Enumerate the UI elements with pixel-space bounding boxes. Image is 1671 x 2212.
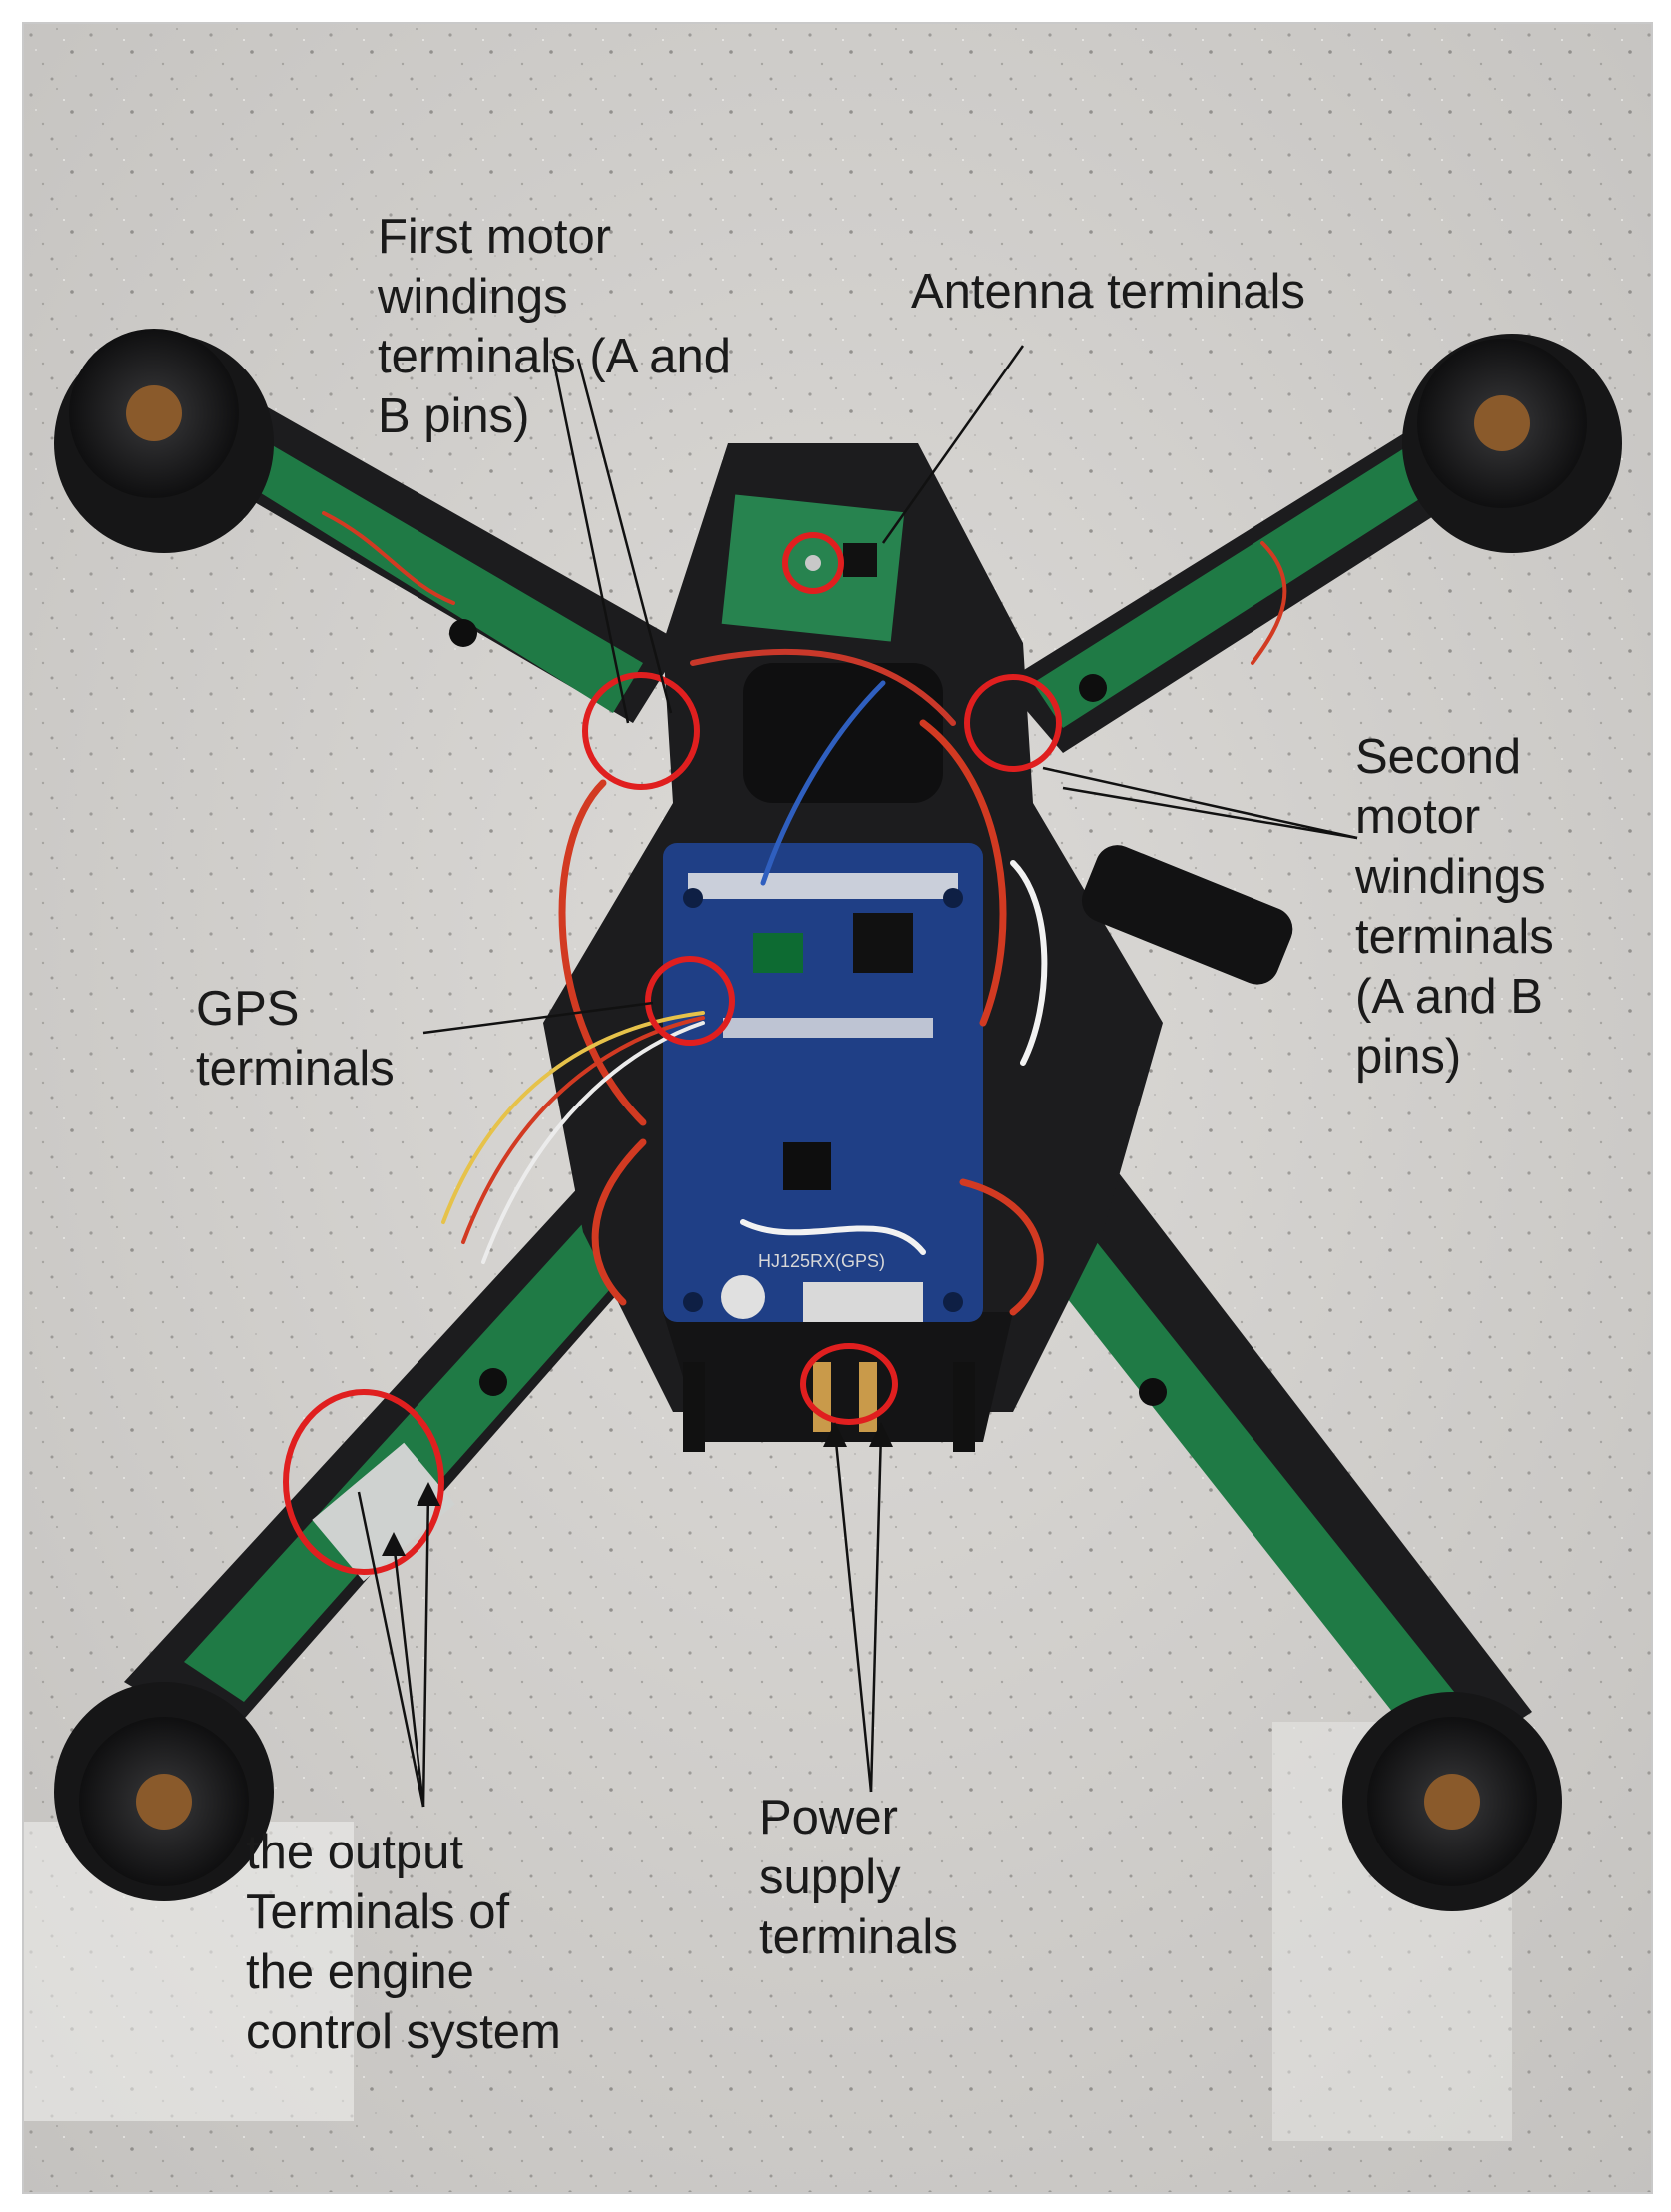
label-power-supply-terminals: Power supply terminals <box>759 1791 958 1964</box>
arm-bottom-left <box>124 1182 663 1742</box>
flight-controller-board: HJ125RX(GPS) <box>663 843 983 1322</box>
label-second-motor-terminals: Second motor windings terminals (A and B… <box>1355 730 1554 1084</box>
receiver-board <box>721 494 905 642</box>
wires <box>322 511 1287 1316</box>
leader-lines <box>357 345 1358 1808</box>
highlight-output <box>283 1389 444 1575</box>
label-output-terminals: the output Terminals of the engine contr… <box>246 1826 561 2059</box>
highlight-second-motor <box>964 674 1062 772</box>
motor-top-right <box>1402 334 1622 553</box>
drone-photo: HJ125RX(GPS) <box>24 24 1651 2192</box>
photo-frame: HJ125RX(GPS) <box>22 22 1653 2194</box>
highlight-first-motor <box>582 672 700 790</box>
heat-shrink-module <box>1081 845 1293 985</box>
board-marking: HJ125RX(GPS) <box>758 1251 885 1271</box>
label-gps-terminals: GPS terminals <box>196 982 395 1096</box>
label-first-motor-terminals: First motor windings terminals (A and B … <box>378 210 732 443</box>
highlight-antenna <box>782 532 844 594</box>
label-antenna-terminals: Antenna terminals <box>911 265 1305 319</box>
arm-bottom-right <box>1023 1152 1532 1772</box>
highlight-gps <box>645 956 735 1046</box>
highlight-power <box>800 1343 898 1425</box>
highlight-circles <box>283 532 1062 1575</box>
motor-bottom-left <box>54 1682 274 1901</box>
arm-top-right <box>1003 403 1532 753</box>
arrow-heads <box>382 1422 893 1556</box>
motor-top-left <box>54 329 274 553</box>
motor-bottom-right <box>1342 1692 1562 1911</box>
